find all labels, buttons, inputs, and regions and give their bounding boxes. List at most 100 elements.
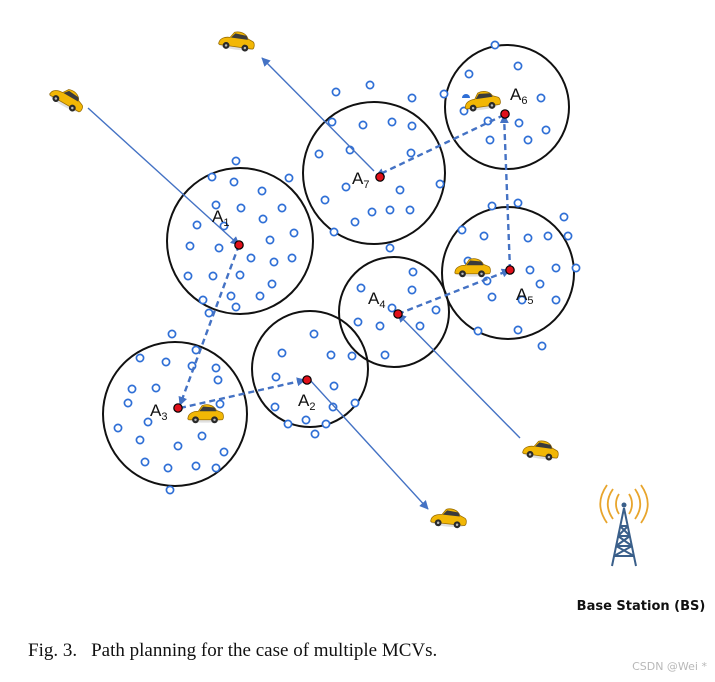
path-entry-a1: [87, 107, 240, 246]
sensor-node-icon: [367, 207, 377, 217]
sensor-node-icon: [407, 121, 417, 131]
sensor-node-icon: [211, 363, 221, 373]
sensor-node-icon: [231, 302, 241, 312]
sensor-node-icon: [341, 182, 351, 192]
sensor-node-icon: [479, 231, 489, 241]
base-station: Base Station (BS): [577, 484, 706, 614]
sensor-node-icon: [226, 291, 236, 301]
area-label-a5: A5: [516, 285, 533, 307]
sensor-node-icon: [191, 461, 201, 471]
sensor-node-icon: [407, 93, 417, 103]
sensor-node-icon: [113, 423, 123, 433]
sensor-node-icon: [487, 201, 497, 211]
anchor-points: [173, 109, 515, 413]
sensor-node-icon: [347, 351, 357, 361]
sensor-node-icon: [405, 205, 415, 215]
base-station-label: Base Station (BS): [577, 599, 706, 614]
sensor-node-icon: [535, 279, 545, 289]
sensor-node-icon: [161, 357, 171, 367]
area-label-a4: A4: [368, 289, 385, 311]
sensor-nodes: [113, 40, 581, 495]
path-a3-to-a2: [179, 377, 306, 410]
sensor-node-icon: [235, 270, 245, 280]
sensor-node-icon: [571, 263, 581, 273]
sensor-node-icon: [185, 241, 195, 251]
sensor-node-icon: [473, 326, 483, 336]
anchor-point-icon: [500, 109, 510, 119]
sensor-node-icon: [309, 329, 319, 339]
sensor-node-icon: [514, 118, 524, 128]
sensor-node-icon: [213, 375, 223, 385]
sensor-node-icon: [211, 200, 221, 210]
sensor-node-icon: [487, 292, 497, 302]
sensor-node-icon: [536, 93, 546, 103]
sensor-node-icon: [267, 279, 277, 289]
sensor-node-icon: [277, 348, 287, 358]
sensor-node-icon: [140, 457, 150, 467]
car-icon: [216, 28, 257, 54]
coverage-circle-a2: [251, 310, 369, 428]
sensor-node-icon: [214, 243, 224, 253]
area-label-a3: A3: [150, 401, 167, 423]
sensor-node-icon: [135, 435, 145, 445]
sensor-node-icon: [375, 321, 385, 331]
sensor-node-icon: [270, 402, 280, 412]
car-icon: [428, 506, 468, 530]
sensor-node-icon: [123, 398, 133, 408]
sensor-node-icon: [127, 384, 137, 394]
sensor-node-icon: [183, 271, 193, 281]
sensor-node-icon: [559, 212, 569, 222]
sensor-node-icon: [385, 243, 395, 253]
sensor-node-icon: [331, 87, 341, 97]
coverage-circle-a3: [102, 341, 248, 487]
sensor-node-icon: [219, 447, 229, 457]
sensor-node-icon: [350, 217, 360, 227]
sensor-node-icon: [551, 295, 561, 305]
sensor-node-icon: [197, 431, 207, 441]
anchor-point-icon: [505, 265, 515, 275]
caption-text: Path planning for the case of multiple M…: [91, 640, 438, 661]
path-a4-to-a5: [397, 268, 511, 316]
sensor-node-icon: [277, 203, 287, 213]
sensor-node-icon: [320, 195, 330, 205]
sensor-node-icon: [215, 399, 225, 409]
sensor-node-icon: [163, 463, 173, 473]
sensor-node-icon: [255, 291, 265, 301]
sensor-node-icon: [135, 353, 145, 363]
sensor-node-icon: [301, 415, 311, 425]
path-a5-to-a6: [499, 114, 512, 271]
sensor-node-icon: [350, 398, 360, 408]
area-label-a1: A1: [212, 207, 229, 229]
sensor-node-icon: [204, 308, 214, 318]
sensor-node-icon: [551, 263, 561, 273]
car-icon: [462, 88, 502, 114]
anchor-point-icon: [393, 309, 403, 319]
sensor-node-icon: [387, 303, 397, 313]
sensor-node-icon: [269, 257, 279, 267]
sensor-node-icon: [198, 295, 208, 305]
sensor-node-icon: [563, 231, 573, 241]
coverage-circle-a4: [338, 256, 450, 368]
anchor-point-icon: [173, 403, 183, 413]
area-labels: A1 A2 A3 A4 A5 A6 A7: [150, 85, 533, 423]
sensor-node-icon: [326, 350, 336, 360]
sensor-node-icon: [208, 271, 218, 281]
driver-mark-icon: [462, 94, 470, 98]
anchor-point-icon: [234, 240, 244, 250]
sensor-node-icon: [328, 402, 338, 412]
sensor-node-icon: [284, 173, 294, 183]
sensor-node-icon: [537, 341, 547, 351]
sensor-node-icon: [517, 295, 527, 305]
sensor-node-icon: [167, 329, 177, 339]
sensor-node-icon: [219, 221, 229, 231]
sensor-node-icon: [358, 120, 368, 130]
figure-caption: Fig. 3.Path planning for the case of mul…: [28, 640, 437, 662]
sensor-node-icon: [406, 148, 416, 158]
sensor-node-icon: [271, 372, 281, 382]
sensor-node-icon: [523, 135, 533, 145]
sensor-node-icon: [329, 381, 339, 391]
sensor-node-icon: [525, 265, 535, 275]
sensor-node-icon: [513, 61, 523, 71]
sensor-node-icon: [231, 156, 241, 166]
sensor-node-icon: [173, 441, 183, 451]
